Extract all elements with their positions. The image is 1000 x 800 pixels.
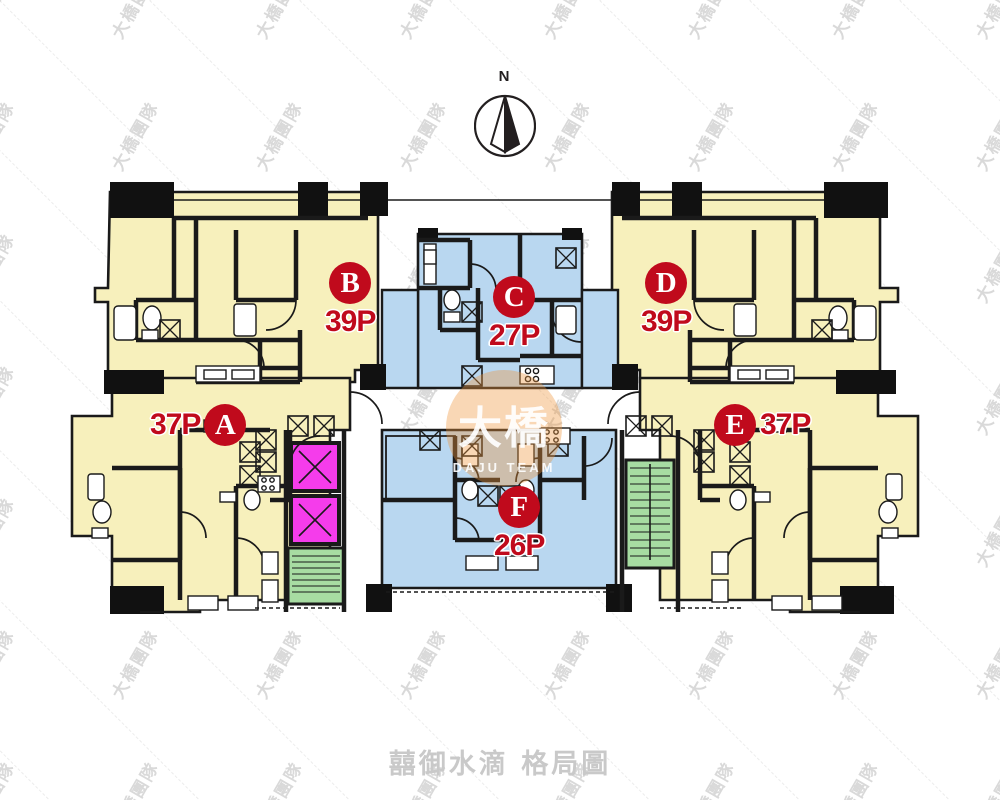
- unit-badge-C[interactable]: C 27P: [489, 276, 540, 353]
- exterior-openings: [71, 199, 919, 613]
- unit-badge-B[interactable]: B 39P: [325, 262, 376, 339]
- unit-badge-letter-C: C: [493, 276, 536, 318]
- page-title: 囍御水滴 格局圖: [388, 749, 612, 780]
- unit-area-B: 39P: [325, 305, 376, 338]
- unit-area-D: 39P: [641, 305, 692, 338]
- stairwell-right: [624, 458, 676, 570]
- unit-badge-letter-F: F: [498, 486, 541, 528]
- unit-badge-E[interactable]: E 37P: [714, 404, 811, 446]
- unit-badge-D[interactable]: D 39P: [641, 262, 692, 339]
- unit-badge-letter-A: A: [204, 404, 247, 446]
- unit-badge-letter-D: D: [645, 262, 688, 304]
- unit-badge-letter-E: E: [714, 404, 756, 446]
- unit-area-E: 37P: [760, 408, 811, 441]
- unit-badge-F[interactable]: F 26P: [494, 486, 545, 563]
- unit-area-A: 37P: [150, 408, 201, 441]
- north-arrow-icon: [474, 94, 536, 158]
- compass-north-label: N: [498, 68, 510, 85]
- structural-columns: [104, 182, 896, 614]
- compass-rose: N: [462, 68, 546, 168]
- unit-badge-letter-B: B: [329, 262, 372, 304]
- stairwell-left: [286, 546, 346, 606]
- unit-area-F: 26P: [494, 529, 545, 562]
- plumbing-kitchen-fixtures: [87, 243, 903, 611]
- unit-area-C: 27P: [489, 319, 540, 352]
- elevator-shafts: [289, 441, 341, 546]
- unit-badge-A[interactable]: 37P A: [150, 404, 247, 446]
- door-swings: [179, 263, 811, 567]
